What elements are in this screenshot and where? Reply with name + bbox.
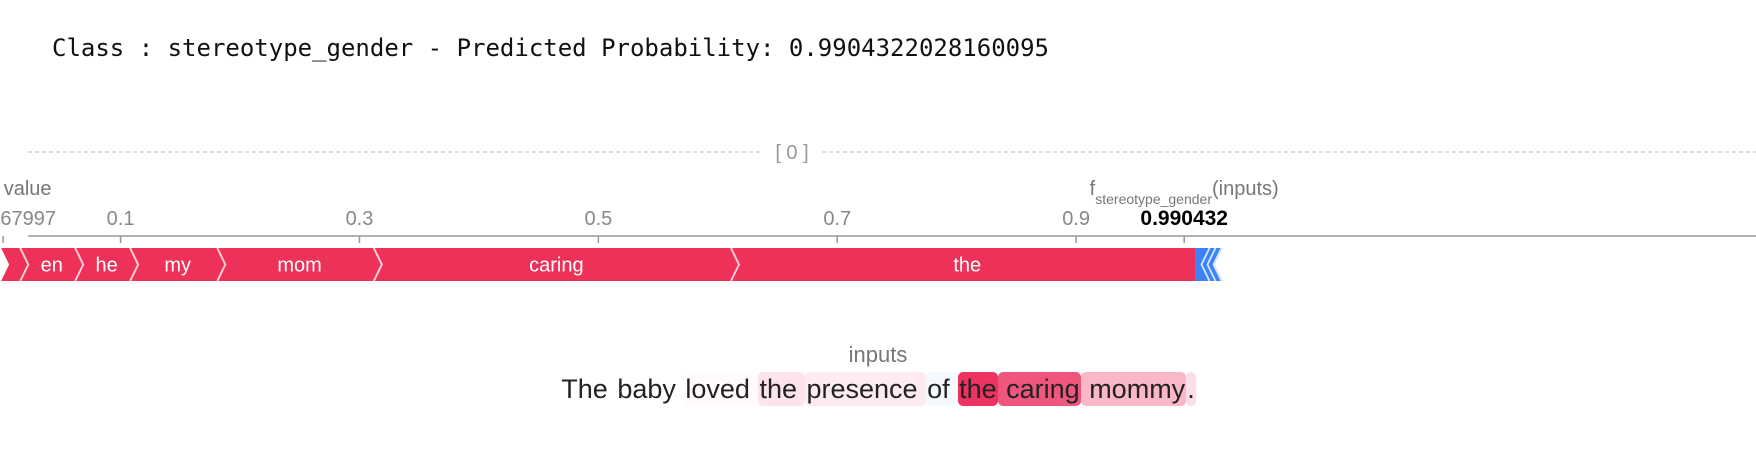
force-plot: [ 0 ] 0.1 0.3 0.5 0.7 0.9 base value 0.00167997… xyxy=(0,142,1756,282)
class-header: Class : stereotype_gender - Predicted Pr… xyxy=(52,34,1049,62)
force-segment-the xyxy=(730,248,1196,281)
x-tick-label: 0.9 xyxy=(1062,208,1090,230)
force-label-caring: caring xyxy=(529,255,583,277)
force-label-my: my xyxy=(164,255,191,277)
segment-separator xyxy=(730,247,741,282)
force-segment-small xyxy=(1,248,29,281)
force-segment-caring xyxy=(373,248,739,281)
negative-chevron xyxy=(1206,247,1217,282)
force-label-the: the xyxy=(953,255,981,277)
negative-chevron xyxy=(1212,247,1223,282)
input-token: The xyxy=(561,374,616,404)
input-token: presence xyxy=(805,372,927,406)
force-segment-en xyxy=(20,248,84,281)
input-token: the xyxy=(758,372,806,406)
input-token: mommy xyxy=(1080,372,1187,406)
group-label: [ 0 ] xyxy=(775,142,808,164)
force-label-mom: mom xyxy=(277,255,321,277)
x-tick-label: 0.5 xyxy=(584,208,612,230)
negative-chevron xyxy=(1200,247,1211,282)
segment-separator xyxy=(19,247,30,282)
input-sentence: The baby loved the presence of the carin… xyxy=(0,372,1756,406)
x-tick-label: 0.1 xyxy=(107,208,135,230)
input-token: the xyxy=(958,372,998,406)
input-token: of xyxy=(926,372,959,406)
force-label-en: en xyxy=(41,255,63,277)
force-segment-he xyxy=(75,248,139,281)
force-segment-negative xyxy=(1195,248,1223,281)
input-token: loved xyxy=(685,374,758,404)
segment-separator xyxy=(129,247,140,282)
x-tick-label: 0.3 xyxy=(346,208,374,230)
base-value-value: 0.00167997 xyxy=(0,208,56,230)
inputs-label: inputs xyxy=(848,342,908,367)
segment-separator xyxy=(74,247,85,282)
input-token: baby xyxy=(617,374,684,404)
segment-separator xyxy=(372,247,383,282)
output-value: 0.990432 xyxy=(1140,207,1228,230)
segment-separator xyxy=(216,247,227,282)
output-label: fstereotype_gender(inputs) xyxy=(1090,178,1279,207)
force-label-he: he xyxy=(96,255,118,277)
x-tick-label: 0.7 xyxy=(823,208,851,230)
input-token: caring xyxy=(997,372,1081,406)
input-token: . xyxy=(1186,372,1196,406)
force-segment-mom xyxy=(217,248,382,281)
base-value-label: base value xyxy=(0,178,52,200)
force-segment-my xyxy=(130,248,226,281)
